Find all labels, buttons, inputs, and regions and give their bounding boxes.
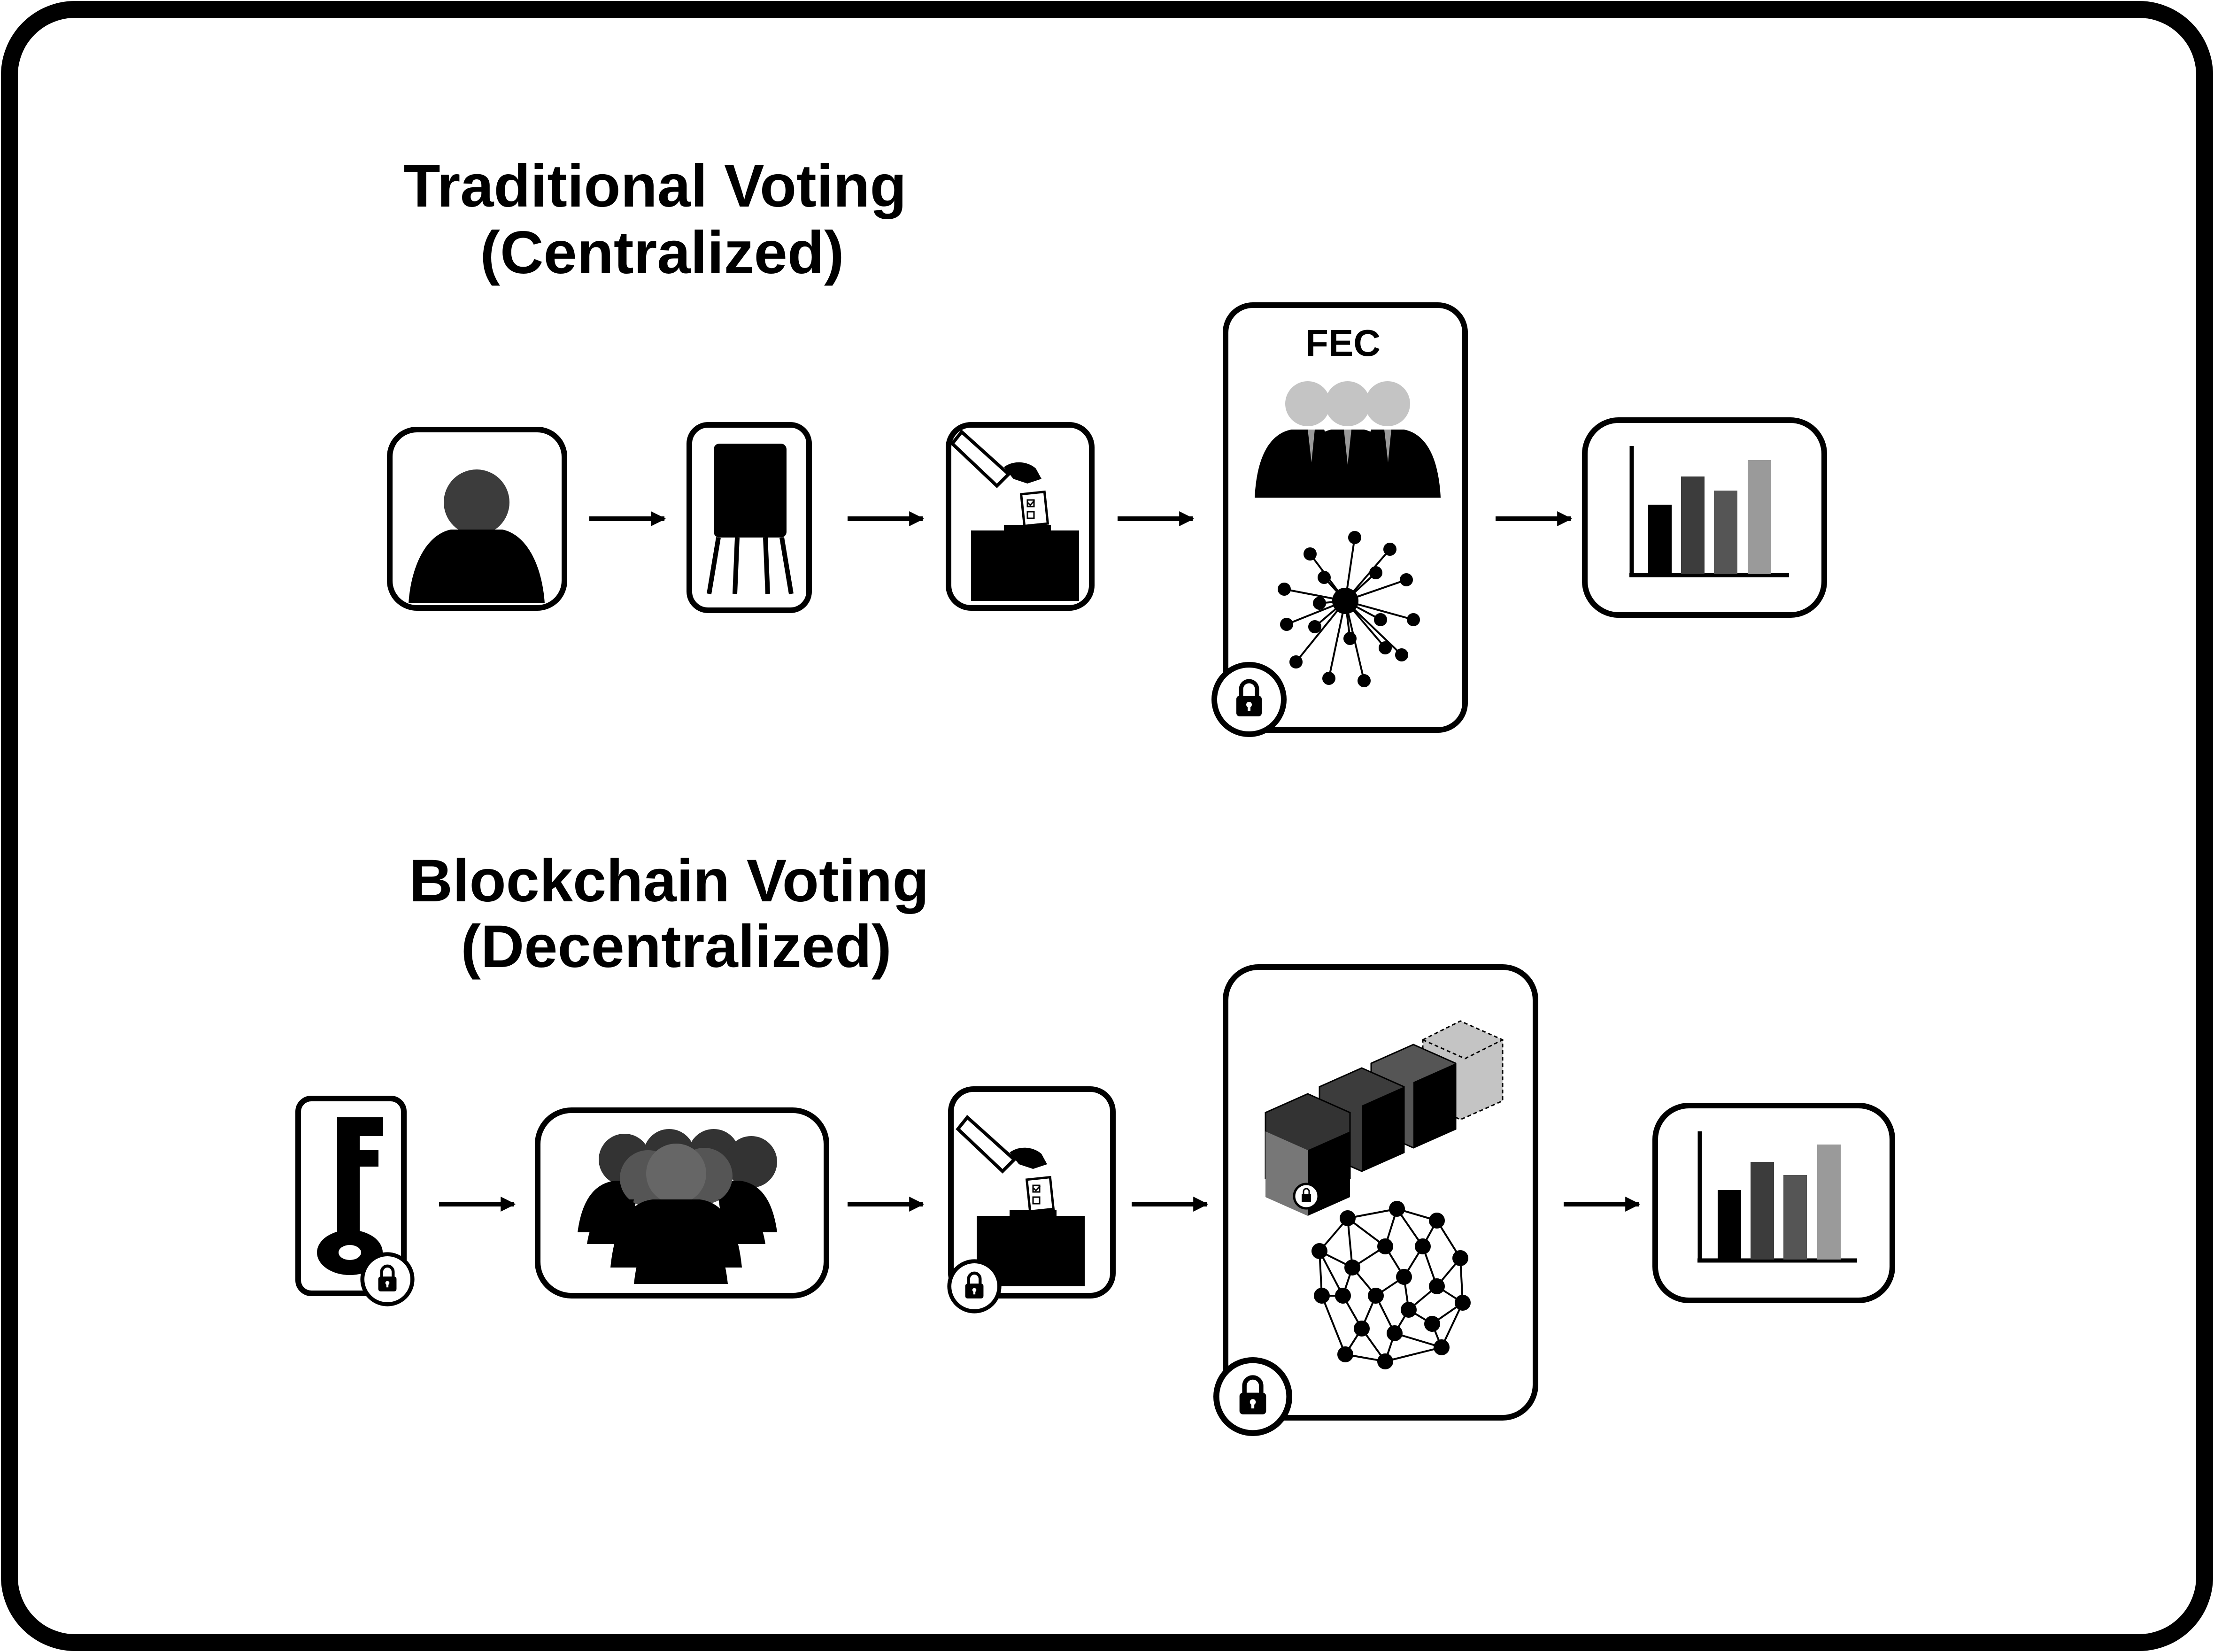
officials-icon (1255, 381, 1441, 498)
results-chart-icon (1697, 1131, 1857, 1263)
traditional-title-line1: Traditional Voting (403, 153, 906, 220)
private-key-step (295, 1096, 413, 1305)
crowd-step (535, 1107, 829, 1299)
blockchain-voting-title: Blockchain Voting (Decentralized) (409, 847, 929, 980)
traditional-voting-title: Traditional Voting (Centralized) (403, 153, 906, 286)
decentralized-network-icon (1311, 1201, 1471, 1369)
authority-label: FEC (1305, 322, 1381, 364)
blockchain-title-line1: Blockchain Voting (409, 847, 929, 914)
traditional-title-line2: (Centralized) (480, 219, 844, 286)
blockchain-blocks-icon (1265, 1020, 1504, 1216)
voting-booth-icon (707, 444, 794, 594)
voting-booth-step (687, 422, 812, 613)
voter-icon (409, 469, 545, 603)
results-chart-icon (1629, 446, 1789, 577)
lock-icon (1216, 1360, 1289, 1433)
blockchain-network-step (1216, 964, 1538, 1433)
ballot-box-step (946, 422, 1095, 611)
results-step-2 (1652, 1103, 1895, 1303)
ballot-box-step-2 (949, 1086, 1116, 1312)
centralized-network-icon (1278, 531, 1420, 687)
blockchain-title-line2: (Decentralized) (461, 913, 892, 980)
crowd-icon (578, 1129, 777, 1284)
results-step (1582, 417, 1827, 618)
voter-step (387, 427, 567, 611)
lock-icon (1214, 665, 1284, 734)
lock-icon (949, 1261, 1000, 1312)
lock-icon (363, 1254, 413, 1305)
central-authority-step: FEC (1214, 302, 1468, 734)
